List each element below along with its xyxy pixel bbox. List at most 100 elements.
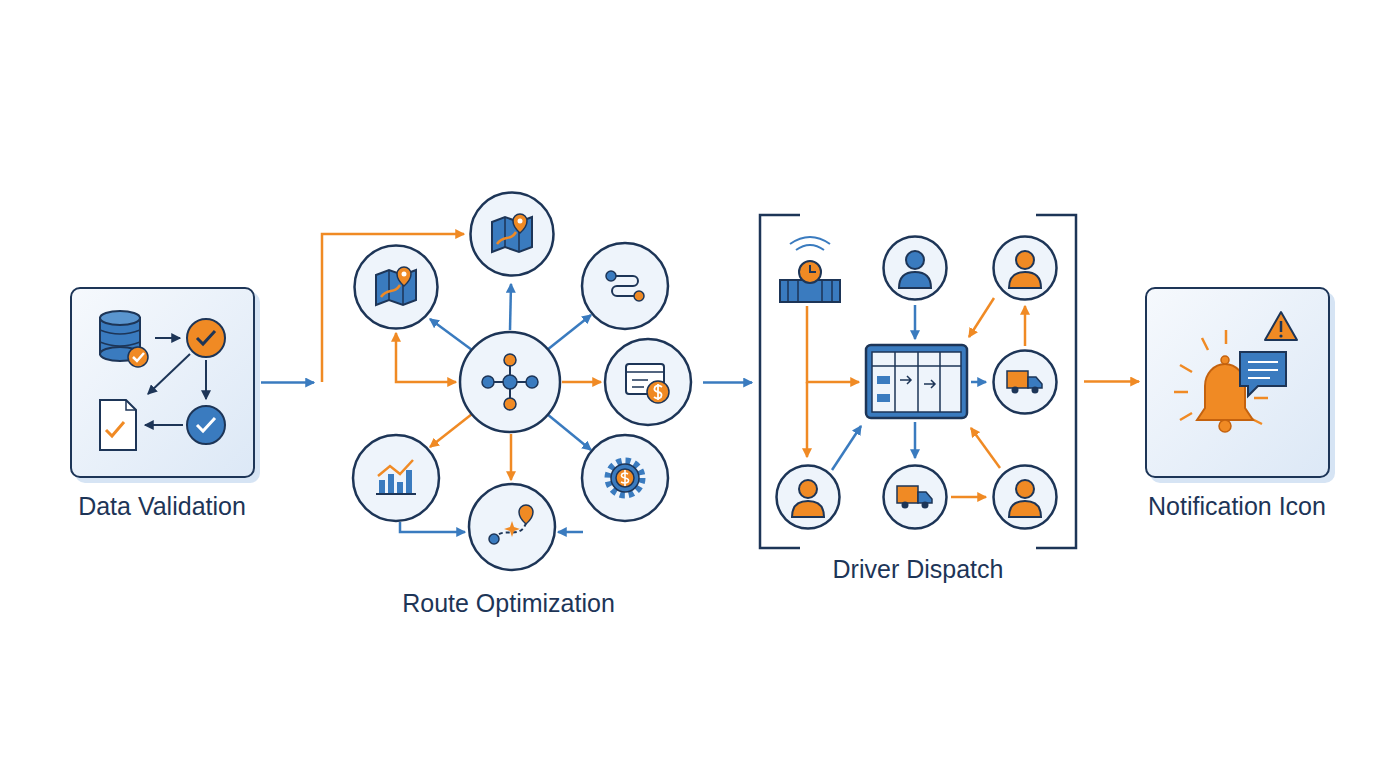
process-box: Notification Icon <box>1145 287 1330 478</box>
dispatch-arrows <box>832 426 861 470</box>
schedule-board <box>872 352 961 412</box>
cost-gear-icon <box>611 464 639 492</box>
dispatch-clock-icon <box>790 237 830 250</box>
route-swap-icon <box>582 243 668 329</box>
path-icon <box>504 521 520 537</box>
validation-icon <box>100 311 225 450</box>
flow-arrow <box>1084 380 1139 383</box>
cluster-arrows <box>547 315 591 350</box>
bell-icon <box>1279 334 1282 337</box>
stage-label: Driver Dispatch <box>758 554 1078 584</box>
cost-gear-icon <box>582 435 668 521</box>
chart-icon <box>353 435 439 521</box>
icon-cluster: Route Optimization <box>320 185 697 580</box>
cost-window-icon <box>605 339 691 425</box>
validation-icon <box>148 354 190 394</box>
validation-icon <box>133 353 144 361</box>
path-icon <box>469 484 555 570</box>
stage-label: Notification Icon <box>1145 491 1330 521</box>
route-swap-icon <box>634 291 644 301</box>
route-hub <box>460 332 560 432</box>
route-hub <box>503 375 517 389</box>
path-icon <box>489 534 499 544</box>
flow-arrow <box>703 381 752 384</box>
route-swap-icon <box>582 243 668 329</box>
cluster-arrows <box>430 319 472 350</box>
schedule-board <box>900 376 935 388</box>
chart-icon <box>353 435 439 521</box>
validation-icon <box>100 400 136 450</box>
validation-box-fill <box>70 287 255 478</box>
notification-box-fill <box>1145 287 1335 483</box>
driver-icon <box>777 466 840 529</box>
chart-icon <box>397 482 403 494</box>
chart-icon <box>406 470 412 494</box>
bell-icon <box>1265 312 1297 340</box>
bell-icon <box>1240 352 1286 396</box>
validation-icon <box>155 337 180 339</box>
truck-icon <box>884 466 947 529</box>
map-icon <box>471 193 554 276</box>
bracket-outline <box>760 215 1076 548</box>
cluster-arrows <box>510 434 513 480</box>
validation-icon <box>106 422 124 436</box>
cluster-arrows <box>430 414 472 447</box>
validation-icon <box>197 331 215 344</box>
schedule-board <box>877 394 890 402</box>
dispatch-arrows <box>971 428 1000 468</box>
validation-icon <box>100 311 140 325</box>
validation-icon <box>100 330 140 346</box>
stage-label: Data Validation <box>22 491 302 521</box>
bell-icon <box>1219 420 1231 432</box>
cluster-arrows <box>510 284 511 330</box>
validation-icon <box>205 360 207 399</box>
bell-icon <box>1248 362 1278 378</box>
validation-icon <box>197 418 215 431</box>
path-icon <box>469 484 555 570</box>
route-hub <box>504 354 516 366</box>
cluster-arrows <box>322 234 464 382</box>
dispatch-arrows <box>807 306 859 382</box>
driver-icon <box>994 237 1057 300</box>
bracket-group: Driver Dispatch <box>758 213 1078 550</box>
bell-icon <box>1280 321 1283 332</box>
cluster-arrows <box>562 381 601 384</box>
cost-window-icon <box>654 384 662 400</box>
route-hub <box>526 376 538 388</box>
bell-icon <box>1221 356 1229 364</box>
schedule-board <box>877 376 890 384</box>
cost-gear-icon <box>621 470 629 486</box>
truck-icon <box>994 351 1057 414</box>
dispatch-clock-icon <box>799 261 821 283</box>
driver-icon <box>994 466 1057 529</box>
validation-box-fill <box>70 287 260 483</box>
dispatch-arrows <box>969 298 994 337</box>
bell-icon <box>1174 312 1297 432</box>
dispatch-arrows <box>1024 306 1027 346</box>
validation-icon <box>126 400 136 410</box>
dispatch-arrows <box>951 496 986 499</box>
bracket-outline <box>758 213 1078 550</box>
cluster-arrows <box>547 414 591 450</box>
route-hub <box>482 376 494 388</box>
map-icon <box>355 246 438 329</box>
dispatch-arrows <box>914 305 917 339</box>
dispatch-arrows <box>971 381 986 384</box>
schedule-board <box>866 345 967 418</box>
schedule-board <box>866 345 967 418</box>
cost-window-icon <box>647 381 669 403</box>
dispatch-clock-icon <box>780 237 840 302</box>
dispatch-clock-icon <box>810 265 816 272</box>
route-hub <box>460 332 560 432</box>
cluster-arrows <box>558 531 583 534</box>
stage-label: Route Optimization <box>320 588 697 618</box>
cost-gear-icon <box>608 461 642 495</box>
validation-icon <box>128 347 148 367</box>
cost-gear-icon <box>582 435 668 521</box>
dispatch-arrows <box>806 382 809 457</box>
route-swap-icon <box>606 271 616 281</box>
chart-icon <box>388 474 394 494</box>
